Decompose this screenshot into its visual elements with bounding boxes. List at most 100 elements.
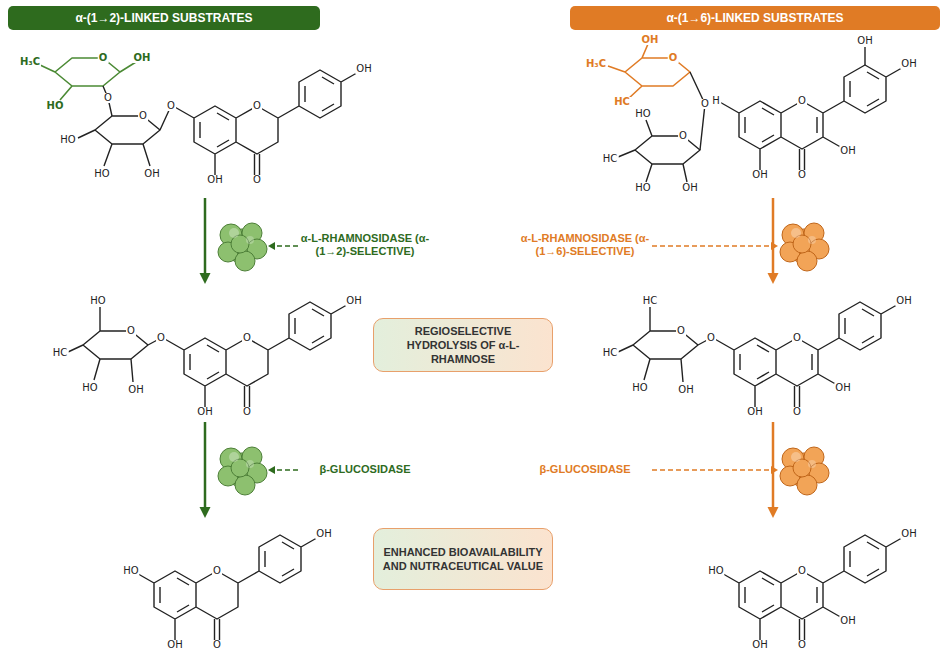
- atom-label: HC: [642, 296, 659, 306]
- atom-label: O: [678, 131, 688, 141]
- summary-box: REGIOSELECTIVE HYDROLYSIS OF α-L-RHAMNOS…: [373, 318, 553, 372]
- atom-label: O: [797, 170, 807, 180]
- atom-label: HO: [46, 101, 65, 111]
- atom-label: OH: [900, 59, 917, 69]
- molecule-structure: OHOH₃CHCOHOOHCHOOHOHOHHOOHOHO: [580, 32, 935, 198]
- leader-head: [771, 242, 778, 250]
- glucose-ring: [78, 106, 171, 166]
- leader-line: [275, 469, 298, 471]
- enzyme-protein: [218, 223, 267, 271]
- arrow-shaft: [772, 422, 775, 508]
- atom-label: O: [252, 175, 262, 185]
- flavanone-core: [173, 70, 362, 176]
- atom-label: HC: [602, 348, 619, 358]
- enzyme-label: α-L-RHAMNOSIDASE (α-(1→6)-SELECTIVE): [520, 232, 650, 258]
- atom-label: O: [126, 326, 136, 336]
- atom-label: OH: [834, 383, 851, 393]
- atom-label: OH: [166, 640, 183, 650]
- box-text: α-(1→6)-LINKED SUBSTRATES: [666, 11, 843, 25]
- leader-head: [771, 466, 778, 474]
- glycosidic-bond: [103, 86, 112, 116]
- flavanone-core: [133, 535, 322, 641]
- enzyme-label: β-GLUCOSIDASE: [300, 463, 430, 476]
- atom-label: OH: [856, 36, 873, 46]
- enzyme-label: β-GLUCOSIDASE: [520, 463, 650, 476]
- arrow-shaft: [204, 422, 207, 508]
- arrow-head: [768, 273, 779, 284]
- atom-label: H: [711, 96, 721, 106]
- atom-label: O: [242, 333, 252, 343]
- atom-label: O: [242, 407, 252, 417]
- atom-label: HC: [613, 97, 631, 107]
- atom-label: HO: [93, 169, 110, 179]
- atom-label: OH: [751, 640, 768, 650]
- atom-label: H₃C: [19, 57, 41, 67]
- atom-label: O: [138, 111, 148, 121]
- atom-label: OH: [746, 407, 763, 417]
- atom-label: OH: [345, 296, 362, 306]
- enzyme-label: α-L-RHAMNOSIDASE (α-(1→2)-SELECTIVE): [300, 232, 430, 258]
- flow-arrow: [200, 198, 211, 284]
- atom-label: HO: [59, 135, 76, 145]
- atom-label: O: [706, 333, 716, 343]
- atom-label: OH: [641, 35, 660, 45]
- arrow-head: [200, 507, 211, 518]
- atom-label: O: [212, 640, 222, 650]
- arrow-head: [768, 507, 779, 518]
- atom-label: H₃C: [585, 59, 607, 69]
- atom-label: OH: [839, 616, 856, 626]
- atom-label: HO: [122, 566, 139, 576]
- leader-line: [652, 245, 771, 247]
- atom-label: O: [98, 53, 109, 63]
- atom-label: OH: [206, 175, 223, 185]
- box-text: α-(1→2)-LINKED SUBSTRATES: [75, 11, 252, 25]
- atom-label: O: [668, 53, 679, 63]
- summary-box: ENHANCED BIOAVAILABILITY AND NUTRACEUTIC…: [373, 528, 553, 590]
- header-band: α-(1→6)-LINKED SUBSTRATES: [570, 6, 940, 30]
- rhamnose-ring: [608, 44, 690, 99]
- atom-label: O: [792, 407, 802, 417]
- atom-label: O: [166, 101, 176, 111]
- atom-label: OH: [895, 296, 912, 306]
- molecule-structure: HOOOHOHO: [100, 518, 345, 656]
- atom-label: OH: [143, 169, 160, 179]
- atom-label: HO: [89, 296, 106, 306]
- header-band: α-(1→2)-LINKED SUBSTRATES: [8, 6, 320, 30]
- glycosidic-bond: [690, 72, 705, 150]
- leader-line: [275, 245, 298, 247]
- flavanone-core: [163, 302, 352, 408]
- atom-label: O: [700, 99, 710, 109]
- arrow-shaft: [772, 198, 775, 274]
- atom-label: OH: [355, 64, 372, 74]
- flow-arrow: [768, 422, 779, 518]
- box-text: ENHANCED BIOAVAILABILITY AND NUTRACEUTIC…: [382, 545, 544, 574]
- atom-label: O: [797, 566, 807, 576]
- atom-label: O: [797, 96, 807, 106]
- atom-label: OH: [751, 170, 768, 180]
- flow-arrow: [768, 198, 779, 284]
- molecule-structure: HOOHCHOOHOOOHOHO: [50, 284, 370, 422]
- atom-label: OH: [839, 146, 856, 156]
- enzyme-protein: [780, 223, 829, 271]
- molecule-structure: HCOHCHOOHOOOHOHOHO: [595, 284, 925, 422]
- glucose-ring: [68, 307, 161, 382]
- leader-head: [268, 466, 275, 474]
- atom-label: O: [156, 333, 166, 343]
- atom-label: OH: [677, 385, 694, 395]
- atom-label: OH: [900, 529, 917, 539]
- leader-head: [268, 242, 275, 250]
- atom-label: OH: [315, 529, 332, 539]
- hydroxyl-bond: [864, 47, 865, 65]
- flavonol-core: [713, 302, 902, 408]
- atom-label: OH: [681, 183, 698, 193]
- atom-label: OH: [133, 53, 152, 63]
- atom-label: O: [676, 326, 686, 336]
- enzyme-protein: [780, 447, 829, 495]
- box-text: REGIOSELECTIVE HYDROLYSIS OF α-L-RHAMNOS…: [382, 324, 544, 367]
- flow-arrow: [200, 422, 211, 518]
- molecule-structure: H₃COOHHOOOOHOHOOHOOHOHO: [15, 36, 380, 198]
- arrow-shaft: [204, 198, 207, 274]
- leader-line: [652, 469, 771, 471]
